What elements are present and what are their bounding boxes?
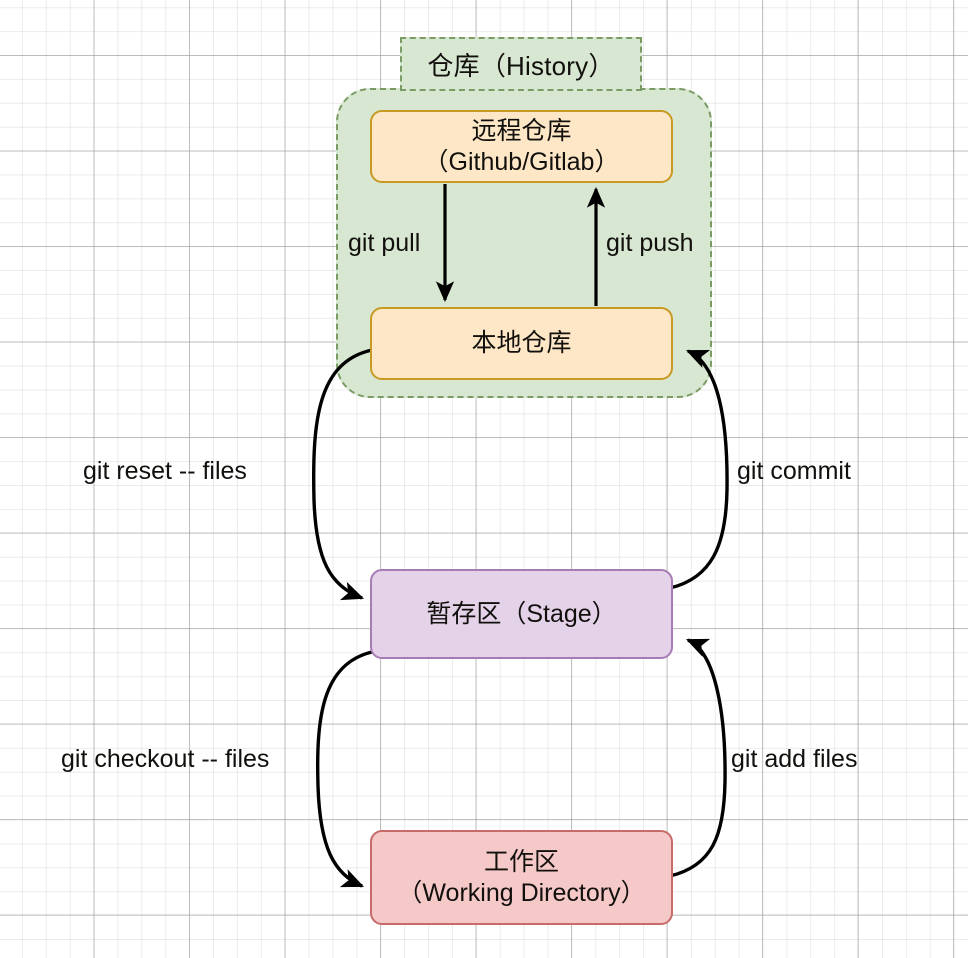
edge-label-git-pull: git pull bbox=[348, 229, 421, 257]
group-history-label: 仓库（History） bbox=[427, 50, 615, 81]
node-working-directory[interactable]: 工作区 （Working Directory） bbox=[370, 830, 673, 925]
node-local-repository[interactable]: 本地仓库 bbox=[370, 307, 673, 380]
arrow-git-add bbox=[669, 638, 727, 878]
node-remote-line-2: （Github/Gitlab） bbox=[423, 147, 620, 176]
node-stage-line-1: 暂存区（Stage） bbox=[426, 599, 617, 628]
edge-label-git-push: git push bbox=[606, 229, 694, 257]
node-local-line-1: 本地仓库 bbox=[471, 329, 572, 358]
edge-label-git-reset: git reset -- files bbox=[83, 457, 247, 485]
node-working-line-1: 工作区 bbox=[483, 848, 559, 876]
node-working-line-2: （Working Directory） bbox=[397, 878, 646, 907]
node-stage[interactable]: 暂存区（Stage） bbox=[370, 569, 673, 659]
group-history-tab: 仓库（History） bbox=[400, 37, 642, 91]
edge-label-git-add: git add files bbox=[731, 745, 858, 773]
edge-label-git-checkout: git checkout -- files bbox=[61, 745, 270, 773]
edge-label-git-commit: git commit bbox=[737, 457, 851, 485]
node-remote-line-1: 远程仓库 bbox=[471, 117, 572, 145]
arrow-git-checkout bbox=[316, 650, 373, 888]
node-remote-repository[interactable]: 远程仓库 （Github/Gitlab） bbox=[370, 110, 673, 183]
